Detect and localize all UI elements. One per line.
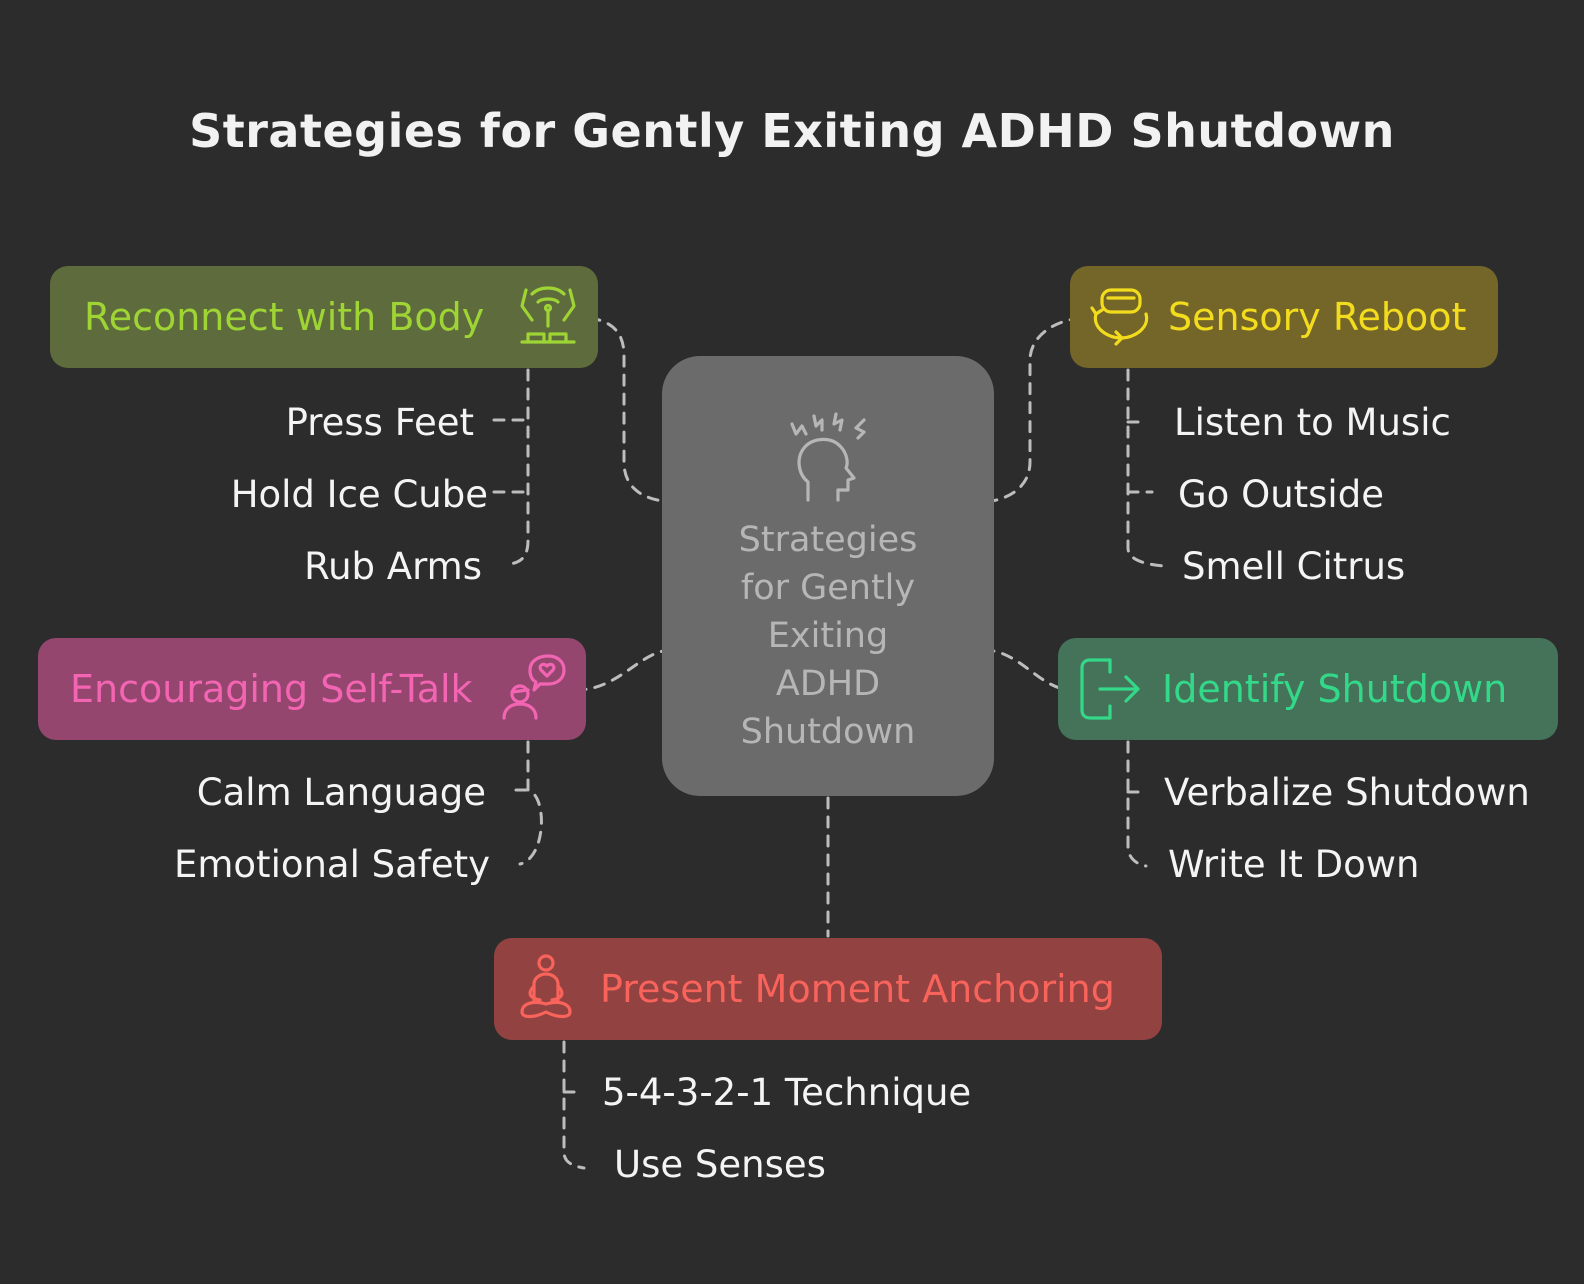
list-item: Smell Citrus <box>1182 545 1406 588</box>
center-line: ADHD <box>775 664 881 704</box>
category-reconnect-with-body: Reconnect with Body <box>50 266 598 368</box>
category-label: Sensory Reboot <box>1168 295 1467 339</box>
category-label: Identify Shutdown <box>1162 667 1508 711</box>
category-identify-shutdown: Identify Shutdown <box>1058 638 1558 740</box>
vr-headset-rotate-icon <box>1088 284 1154 350</box>
list-item: Calm Language <box>196 771 486 814</box>
category-label: Present Moment Anchoring <box>600 967 1115 1011</box>
category-label: Encouraging Self-Talk <box>70 667 473 711</box>
list-item: Hold Ice Cube <box>230 473 488 516</box>
meditation-icon <box>518 954 574 1022</box>
list-item: Press Feet <box>285 401 474 444</box>
list-item: Use Senses <box>614 1143 826 1186</box>
person-signal-icon <box>514 280 582 350</box>
category-present-moment-anchoring: Present Moment Anchoring <box>494 938 1162 1040</box>
category-label: Reconnect with Body <box>84 295 485 339</box>
central-topic: Strategies for Gently Exiting ADHD Shutd… <box>662 356 994 796</box>
list-item: Verbalize Shutdown <box>1164 771 1530 814</box>
center-line: Shutdown <box>740 712 916 752</box>
list-item: Emotional Safety <box>174 843 490 886</box>
list-item: Rub Arms <box>304 545 482 588</box>
list-item: Write It Down <box>1168 843 1420 886</box>
center-line: for Gently <box>740 568 916 608</box>
center-line: Exiting <box>767 616 889 656</box>
list-item: Go Outside <box>1178 473 1384 516</box>
category-sensory-reboot: Sensory Reboot <box>1070 266 1498 368</box>
center-line: Strategies <box>738 520 918 560</box>
head-stress-icon <box>790 412 866 502</box>
category-encouraging-self-talk: Encouraging Self-Talk <box>38 638 586 740</box>
list-item: Listen to Music <box>1174 401 1451 444</box>
diagram-title: Strategies for Gently Exiting ADHD Shutd… <box>189 104 1395 158</box>
person-heart-bubble-icon <box>500 652 568 722</box>
central-topic-label: Strategies for Gently Exiting ADHD Shutd… <box>708 516 948 756</box>
list-item: 5-4-3-2-1 Technique <box>602 1071 972 1114</box>
exit-arrow-icon <box>1076 656 1142 722</box>
